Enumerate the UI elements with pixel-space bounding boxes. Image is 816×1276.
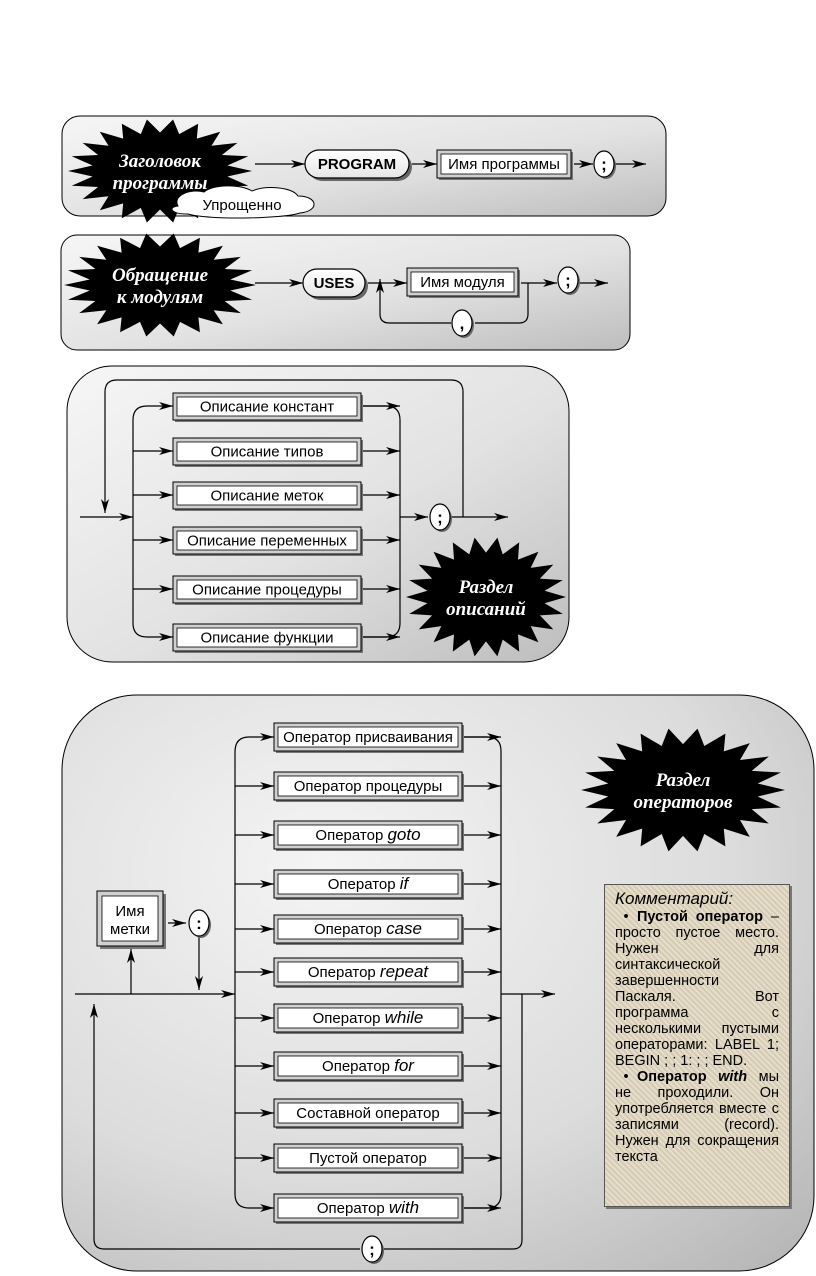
star-declarations-title-shape — [406, 537, 566, 657]
star-statements-title-line2: операторов — [633, 792, 733, 813]
box-statement-item-label: Пустой оператор — [309, 1150, 427, 1167]
box-program-name: Имя программы — [436, 149, 573, 180]
box-statement-item: Оператор присваивания — [273, 722, 464, 753]
star-header-title-line1: Заголовок — [118, 151, 202, 172]
box-declaration-item: Описание функции — [172, 623, 363, 653]
box-statement-item-label: Оператор процедуры — [294, 778, 443, 795]
star-statements-title-shape — [581, 728, 785, 852]
edge-uses-loop-left — [376, 279, 451, 324]
pill-uses-keyword-label: USES — [314, 275, 355, 292]
comment-paragraph-with-statement: Оператор with мы не проходили. Он употре… — [615, 1069, 779, 1165]
star-uses-title-line1: Обращение — [112, 265, 209, 286]
comment-p1-text: – просто пустое место. Нужен для синтакс… — [615, 909, 779, 1069]
box-declaration-item-label: Описание функции — [200, 630, 333, 647]
box-declaration-item: Описание меток — [172, 481, 363, 511]
cloud-simplified-label: Упрощенно — [202, 197, 281, 214]
circle-header-separator: ; — [593, 150, 616, 179]
box-statement-item-label: Оператор присваивания — [283, 729, 453, 746]
star-uses-title-shape — [64, 233, 256, 337]
box-statement-item: Оператор if — [273, 869, 464, 900]
circle-statements-loop-separator-label: ; — [369, 1240, 375, 1259]
edge-decl-left-trunk — [132, 420, 173, 641]
edge-stmt-loop-right — [384, 994, 523, 1250]
box-declaration-item-label: Описание типов — [211, 444, 324, 461]
box-declaration-item-label: Описание меток — [211, 488, 324, 505]
box-statement-item-label: Оператор while — [313, 1008, 424, 1027]
edge-decl-right-trunk — [363, 405, 401, 638]
box-declaration-item: Описание констант — [172, 392, 363, 422]
star-statements-title-line1: Раздел — [655, 770, 711, 791]
comment-p2-bold: Оператор — [637, 1069, 719, 1085]
box-declaration-item-label: Описание процедуры — [192, 582, 342, 599]
box-statement-item: Оператор while — [273, 1003, 464, 1034]
box-statement-item: Оператор repeat — [273, 957, 464, 988]
circle-uses-separator-label: ; — [565, 271, 571, 290]
box-label-name-line1: Имя — [115, 903, 144, 920]
circle-declarations-separator-label: ; — [437, 508, 443, 527]
box-declaration-item: Описание переменных — [172, 526, 363, 556]
comment-p2-text: мы не проходили. Он употребляется вместе… — [615, 1069, 779, 1165]
comment-box: Комментарий: Пустой оператор – просто пу… — [604, 884, 790, 1207]
box-statement-item: Оператор процедуры — [273, 771, 464, 802]
box-declaration-item-label: Описание констант — [200, 399, 334, 416]
pill-program-keyword-label: PROGRAM — [318, 156, 396, 173]
circle-label-colon: : — [188, 909, 211, 938]
circle-label-colon-label: : — [196, 914, 202, 933]
box-module-name: Имя модуля — [406, 267, 520, 298]
box-statement-item-label: Оператор for — [322, 1056, 415, 1075]
box-declaration-item: Описание типов — [172, 437, 363, 467]
circle-uses-separator: ; — [557, 266, 580, 295]
pill-uses-keyword: USES — [302, 268, 368, 300]
edge-stmt-left-trunk — [234, 752, 274, 1212]
circle-declarations-separator: ; — [429, 503, 452, 532]
box-statement-item-label: Оператор with — [317, 1198, 419, 1217]
box-program-name-label: Имя программы — [448, 156, 560, 173]
box-statement-item-label: Оператор repeat — [308, 962, 430, 981]
edge-stmt-branch-first — [234, 733, 274, 753]
circle-uses-loop-separator-label: , — [460, 314, 465, 333]
edge-decl-loop — [101, 379, 464, 517]
edge-uses-loop-right — [475, 283, 529, 324]
box-statement-item: Оператор goto — [273, 820, 464, 851]
diagram-edges — [75, 160, 646, 1250]
box-module-name-label: Имя модуля — [420, 274, 505, 291]
box-statement-item-label: Оператор goto — [315, 825, 420, 844]
box-statement-item: Пустой оператор — [273, 1143, 464, 1174]
box-declaration-item-label: Описание переменных — [187, 533, 347, 550]
pill-program-keyword: PROGRAM — [304, 149, 412, 181]
comment-paragraph-empty-statement: Пустой оператор – просто пустое место. Н… — [615, 909, 779, 1069]
cloud-simplified: Упрощенно — [171, 185, 315, 219]
comment-title: Комментарий: — [615, 889, 734, 908]
star-uses-title-line2: к модулям — [117, 287, 203, 308]
edge-stmt-loop-left — [90, 1004, 360, 1250]
box-declaration-item: Описание процедуры — [172, 575, 363, 605]
box-statement-item: Составной оператор — [273, 1098, 464, 1129]
box-statement-item: Оператор for — [273, 1051, 464, 1082]
box-statement-item: Оператор case — [273, 914, 464, 945]
star-declarations-title-line1: Раздел — [458, 577, 514, 598]
star-header-title-line2: программы — [113, 173, 208, 194]
circle-uses-loop-separator: , — [451, 309, 474, 338]
box-statement-item: Оператор with — [273, 1193, 464, 1224]
box-statement-item-label: Составной оператор — [296, 1105, 439, 1122]
edge-stmt-right-trunk — [462, 736, 502, 1209]
box-statement-item-label: Оператор if — [328, 874, 411, 893]
circle-header-separator-label: ; — [601, 155, 607, 174]
comment-p1-bold: Пустой оператор — [637, 909, 764, 925]
circle-statements-loop-separator: ; — [361, 1235, 384, 1264]
star-declarations-title-line2: описаний — [446, 599, 526, 620]
edge-decl-branch-first — [132, 402, 173, 421]
box-label-name-line2: метки — [110, 921, 150, 938]
comment-p2-bold-italic: with — [718, 1069, 748, 1085]
box-statement-item-label: Оператор case — [314, 919, 422, 938]
